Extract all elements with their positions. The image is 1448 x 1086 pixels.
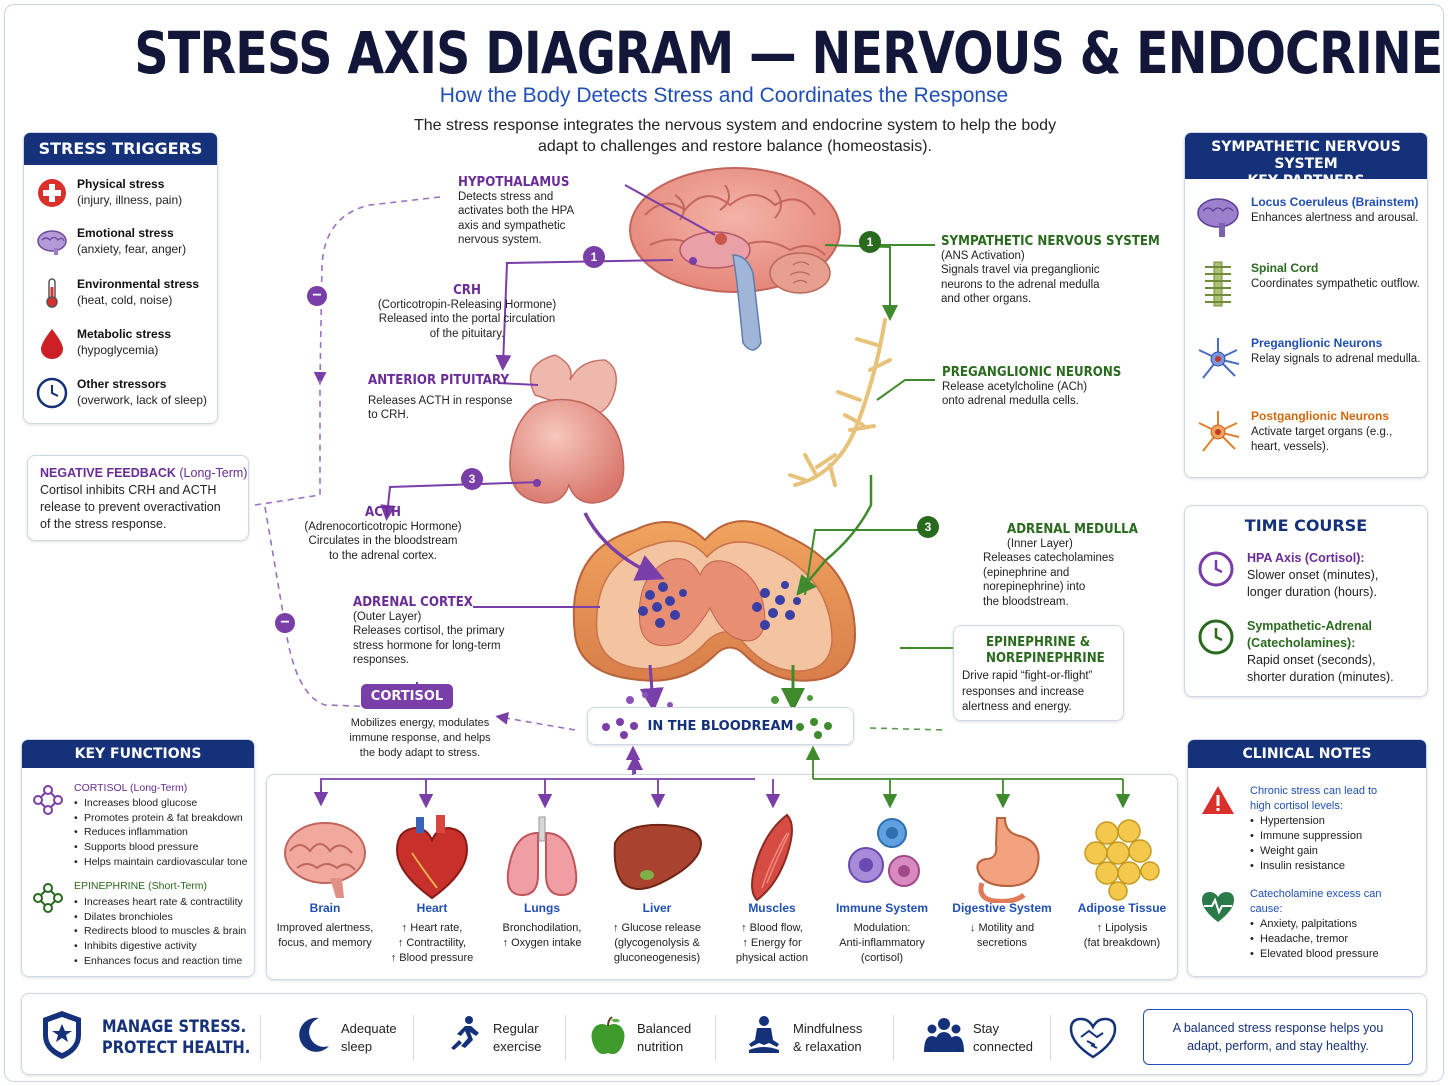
acth-label: ACTH (Adrenocorticotropic Hormone) Circu… <box>304 504 462 562</box>
heart-organ-icon <box>395 815 469 900</box>
warning-icon <box>1202 786 1234 814</box>
hpa-clock-icon <box>1198 551 1234 587</box>
key-functions-panel: KEY FUNCTIONS CORTISOL (Long-Term) Incre… <box>21 739 255 977</box>
organ-liver: Liver ↑ Glucose release(glycogenolysis &… <box>601 781 713 977</box>
organ-heart: Heart ↑ Heart rate,↑ Contractility,↑ Blo… <box>376 781 488 977</box>
heart-handshake-icon <box>1069 1017 1117 1059</box>
liver-icon <box>613 823 703 890</box>
sympathetic-clock-icon <box>1198 619 1234 655</box>
clinical-notes-panel: CLINICAL NOTES Chronic stress can lead t… <box>1187 739 1427 977</box>
people-icon <box>924 1018 964 1052</box>
adrenal-cortex-label: ADRENAL CORTEX (Outer Layer) Releases co… <box>353 594 505 666</box>
feedback-inhibition-minus-lower: − <box>275 613 295 633</box>
epinephrine-functions-list: Increases heart rate & contractility Dil… <box>74 895 246 969</box>
page-title: STRESS AXIS DIAGRAM — NERVOUS & ENDOCRIN… <box>134 19 1443 87</box>
step-1-hpa-badge: 1 <box>583 246 605 268</box>
sympathetic-nervous-system-label: SYMPATHETIC NERVOUS SYSTEM (ANS Activati… <box>941 233 1160 305</box>
cortisol-description: Mobilizes energy, modulates immune respo… <box>349 717 491 759</box>
organ-distribution-arrows <box>313 745 1131 809</box>
apple-icon <box>591 1016 625 1054</box>
key-functions-title: KEY FUNCTIONS <box>22 740 254 768</box>
thermometer-icon <box>46 278 58 308</box>
immune-cells-icon <box>848 818 920 887</box>
stomach-icon <box>976 817 1040 903</box>
running-icon <box>451 1016 479 1050</box>
footer-bar <box>21 993 1427 1075</box>
catecholamine-molecules-icon <box>796 718 832 739</box>
bloodstream-label: IN THE BLOODREAM <box>647 719 794 734</box>
brainstem-icon <box>1197 198 1239 237</box>
infographic-page: STRESS AXIS DIAGRAM — NERVOUS & ENDOCRIN… <box>4 4 1444 1082</box>
cortisol-badge: CORTISOL <box>361 684 453 709</box>
preganglionic-neurons-label: PREGANGLIONIC NEURONS Release acetylchol… <box>942 364 1122 407</box>
epinephrine-molecule-icon <box>33 883 63 913</box>
cortisol-clinical-list: Hypertension Immune suppression Weight g… <box>1250 814 1362 874</box>
negative-feedback-box: NEGATIVE FEEDBACK (Long-Term) Cortisol i… <box>27 455 249 541</box>
cortisol-functions-list: Increases blood glucose Promotes protein… <box>74 796 247 870</box>
stress-triggers-panel: STRESS TRIGGERS Physical stress (injury,… <box>23 132 218 424</box>
stress-triggers-title: STRESS TRIGGERS <box>24 133 217 165</box>
partners-title-line1: SYMPATHETIC NERVOUS SYSTEM <box>1211 139 1401 172</box>
page-subtitle: How the Body Detects Stress and Coordina… <box>439 84 1009 107</box>
bloodstream-bar: IN THE BLOODREAM <box>587 707 854 745</box>
organ-adipose-tissue: Adipose Tissue ↑ Lipolysis(fat breakdown… <box>1066 781 1178 977</box>
clinical-notes-title: CLINICAL NOTES <box>1188 740 1426 768</box>
hpa-pathway-arrows <box>380 184 716 778</box>
footer-brand: MANAGE STRESS. PROTECT HEALTH. <box>102 1017 251 1058</box>
time-course-title: TIME COURSE <box>1244 516 1368 535</box>
organ-brain: Brain Improved alertness,focus, and memo… <box>269 781 381 977</box>
crh-label: CRH (Corticotropin-Releasing Hormone) Re… <box>377 282 557 340</box>
fat-cells-icon <box>1084 819 1160 901</box>
spinal-cord-icon <box>1205 261 1231 307</box>
sympathetic-pathway-arrows <box>781 244 965 712</box>
adrenal-medulla-label: ADRENAL MEDULLA (Inner Layer) Releases c… <box>983 521 1138 608</box>
lungs-icon <box>506 816 578 897</box>
time-course-panel: TIME COURSE HPA Axis (Cortisol): Slower … <box>1184 505 1428 697</box>
catecholamine-clinical-list: Anxiety, palpitations Headache, tremor E… <box>1250 917 1379 962</box>
feedback-inhibition-minus-upper: − <box>307 286 327 306</box>
hypothalamus-label: HYPOTHALAMUS Detects stress and activate… <box>458 174 575 246</box>
organ-lungs: Lungs Bronchodilation,↑ Oxygen intake <box>486 781 598 977</box>
medical-cross-icon <box>38 179 66 207</box>
step-3-sympathetic-badge: 3 <box>917 516 939 538</box>
anterior-pituitary-label: ANTERIOR PITUITARY Releases ACTH in resp… <box>368 372 513 421</box>
neuron-icon <box>1198 411 1240 452</box>
bloodstream-molecules-icon <box>602 718 638 739</box>
meditation-icon <box>749 1016 779 1053</box>
muscle-icon <box>751 813 793 902</box>
clock-icon <box>36 377 68 409</box>
stress-axis-diagram <box>254 167 965 778</box>
nerve-fibers-illustration <box>788 318 892 487</box>
cortisol-molecule-icon <box>33 785 63 815</box>
brain-illustration <box>629 167 841 351</box>
pituitary-illustration <box>509 354 625 504</box>
blood-drop-icon <box>41 329 63 359</box>
brain-icon <box>284 822 366 898</box>
brain-icon <box>37 230 67 255</box>
step-3-hpa-badge: 3 <box>461 468 483 490</box>
organ-immune-system: Immune System Modulation:Anti-inflammato… <box>826 781 938 977</box>
intro-text: The stress response integrates the nervo… <box>413 117 1057 155</box>
heart-pulse-icon <box>1202 892 1234 922</box>
sympathetic-partners-panel: SYMPATHETIC NERVOUS SYSTEM KEY PARTNERS … <box>1184 132 1428 478</box>
shield-icon <box>43 1011 81 1059</box>
epinephrine-box: EPINEPHRINE & NOREPINEPHRINE Drive rapid… <box>953 625 1124 721</box>
partners-title-line2: KEY PARTNERS <box>1247 173 1365 189</box>
footer-note: A balanced stress response helps you ada… <box>1143 1009 1413 1065</box>
neuron-icon <box>1198 338 1240 379</box>
hormone-molecules <box>626 692 813 708</box>
step-1-sympathetic-badge: 1 <box>859 231 881 253</box>
moon-icon <box>299 1017 329 1052</box>
